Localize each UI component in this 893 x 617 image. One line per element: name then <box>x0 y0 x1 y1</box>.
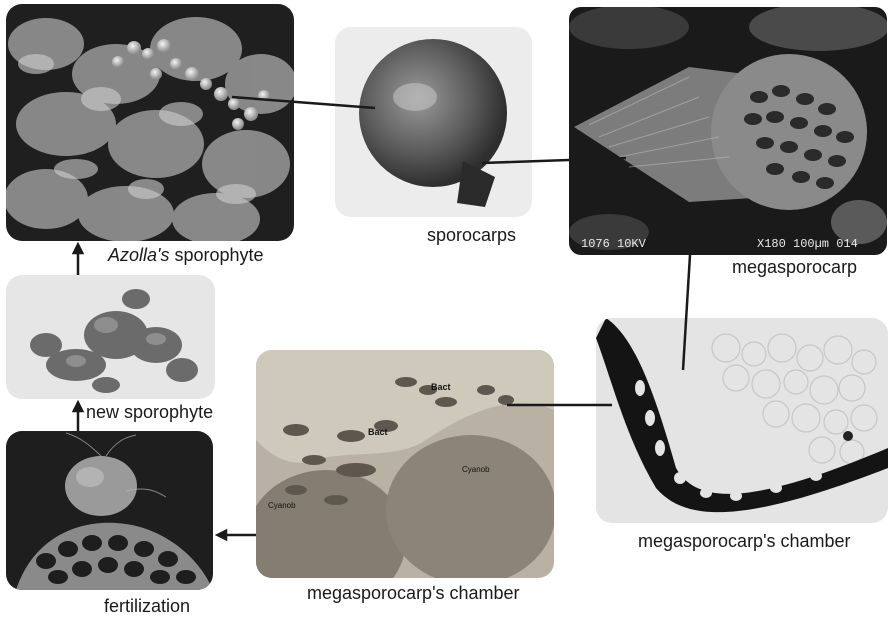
label-bact-1: Bact <box>431 382 451 392</box>
new-sporophyte-caption: new sporophyte <box>86 403 213 421</box>
megasporocarp-chamber-right-photo <box>596 318 888 523</box>
fertilization-caption: fertilization <box>104 597 190 615</box>
megasporocarp-photo: 1076 10KV X180 100µm 014 <box>569 7 887 255</box>
azolla-sporophyte-photo <box>6 4 294 241</box>
megasporocarp-chamber-center-photo: Bact Bact Cyanob Cyanob <box>256 350 554 578</box>
sporocarps-caption: sporocarps <box>427 226 516 244</box>
label-cyanob-1: Cyanob <box>462 465 490 474</box>
label-cyanob-2: Cyanob <box>268 501 296 510</box>
megasporocarp-chamber-right-caption: megasporocarp's chamber <box>638 532 851 550</box>
sem-scale-label-left: 1076 10KV <box>581 237 647 251</box>
fertilization-photo <box>6 431 213 590</box>
sporophyte-caption: Azolla's sporophyte <box>108 246 264 264</box>
sporocarps-photo <box>335 27 532 217</box>
sporophyte-caption-species: Azolla's <box>108 245 169 265</box>
megasporocarp-caption: megasporocarp <box>732 258 857 276</box>
megasporocarp-chamber-center-caption: megasporocarp's chamber <box>307 584 520 602</box>
sem-scale-label-right: X180 100µm 014 <box>757 237 858 251</box>
sporophyte-caption-rest: sporophyte <box>169 245 263 265</box>
label-bact-2: Bact <box>368 427 388 437</box>
new-sporophyte-photo <box>6 275 215 399</box>
